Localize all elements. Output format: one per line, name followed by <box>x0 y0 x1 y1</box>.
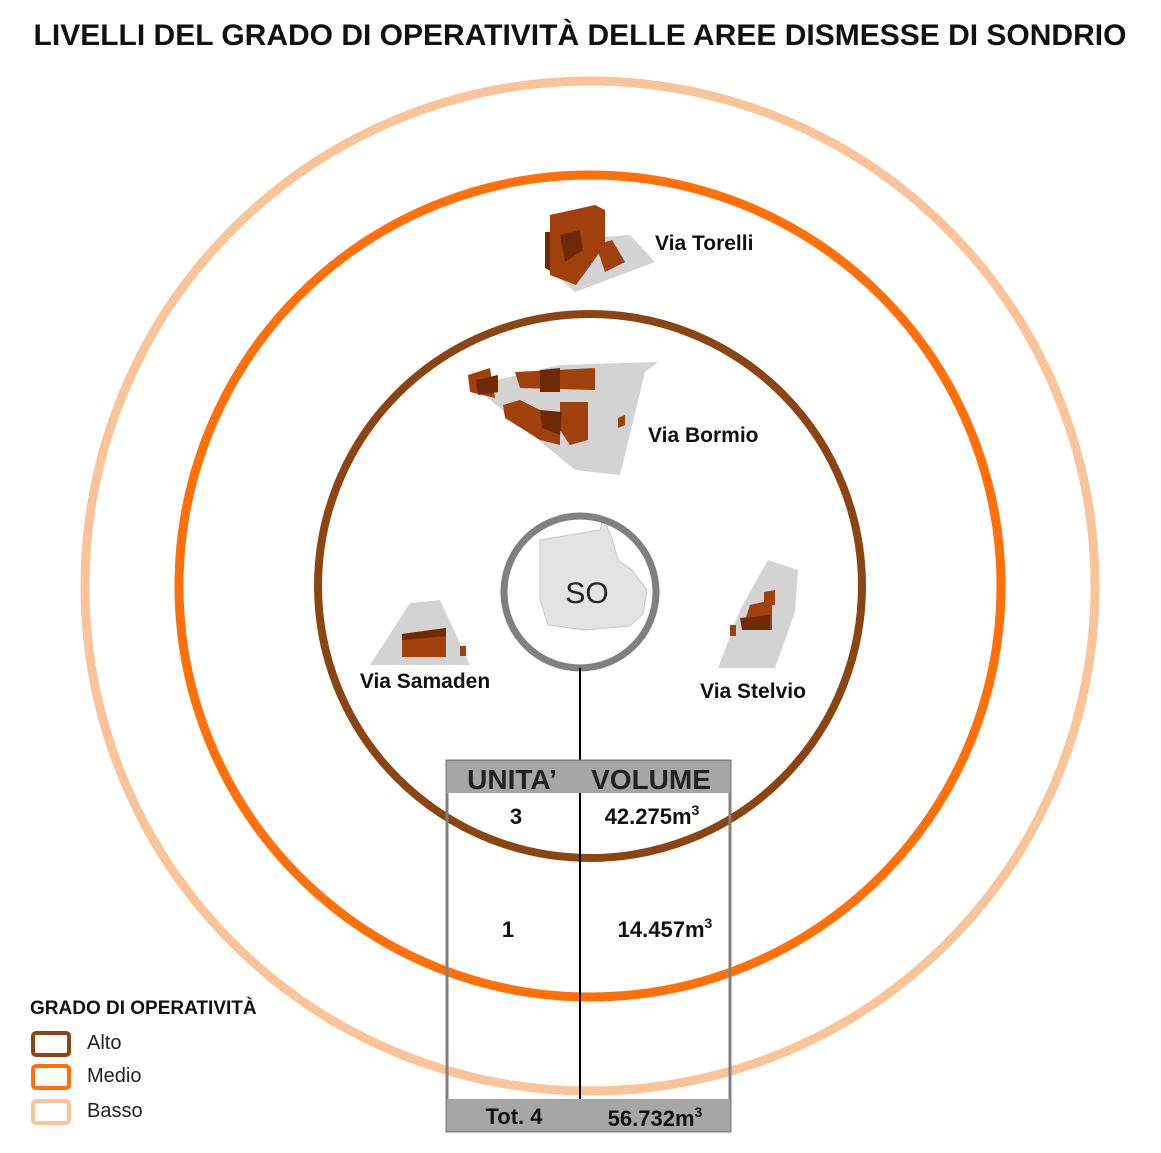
row-alto-volume: 42.275m3 <box>605 802 700 829</box>
building <box>476 375 498 395</box>
building <box>560 230 583 262</box>
header-units: UNITA’ <box>467 764 557 795</box>
legend-title: GRADO DI OPERATIVITÀ <box>30 997 257 1019</box>
site-via-bormio: Via Bormio <box>468 362 758 475</box>
building <box>540 368 560 392</box>
legend-label-basso: Basso <box>87 1100 143 1122</box>
building <box>764 590 775 605</box>
legend-label-medio: Medio <box>87 1065 141 1087</box>
building <box>730 625 736 636</box>
city-label: SO <box>565 577 608 610</box>
total-volume: 56.732m3 <box>608 1104 703 1131</box>
legend-swatch-alto <box>31 1031 71 1057</box>
site-via-samaden: Via Samaden <box>360 600 490 693</box>
total-units: Tot. 4 <box>485 1104 543 1129</box>
row-alto-units: 3 <box>510 804 522 829</box>
summary-table: UNITA’ VOLUME 3 42.275m3 1 14.457m3 Tot.… <box>445 759 732 1133</box>
table-header <box>447 761 730 793</box>
row-medio-volume: 14.457m3 <box>618 915 713 942</box>
building <box>503 400 560 445</box>
building <box>540 410 562 435</box>
site-via-stelvio: Via Stelvio <box>700 560 806 703</box>
header-volume: VOLUME <box>591 764 711 795</box>
row-medio-units: 1 <box>502 917 514 942</box>
building <box>618 415 625 428</box>
ring-basso <box>80 76 1100 1096</box>
city-center: SO <box>500 512 660 672</box>
building <box>740 615 770 630</box>
page-title: LIVELLI DEL GRADO DI OPERATIVITÀ DELLE A… <box>34 18 1127 52</box>
site-label-via-torelli: Via Torelli <box>655 232 753 255</box>
site-label-via-stelvio: Via Stelvio <box>700 680 806 703</box>
site-via-torelli: Via Torelli <box>545 205 753 292</box>
table-total-row <box>447 1099 730 1131</box>
building <box>460 646 466 656</box>
site-label-via-samaden: Via Samaden <box>360 670 490 693</box>
legend: GRADO DI OPERATIVITÀ Alto Medio Basso <box>30 997 257 1125</box>
building <box>596 240 625 272</box>
site-label-via-bormio: Via Bormio <box>648 424 758 447</box>
building <box>402 628 446 640</box>
legend-swatch-medio <box>31 1064 71 1090</box>
legend-swatch-basso <box>31 1099 71 1125</box>
ring-alto <box>314 310 866 862</box>
legend-label-alto: Alto <box>87 1032 121 1054</box>
ring-medio <box>174 170 1006 1002</box>
building <box>560 402 588 445</box>
